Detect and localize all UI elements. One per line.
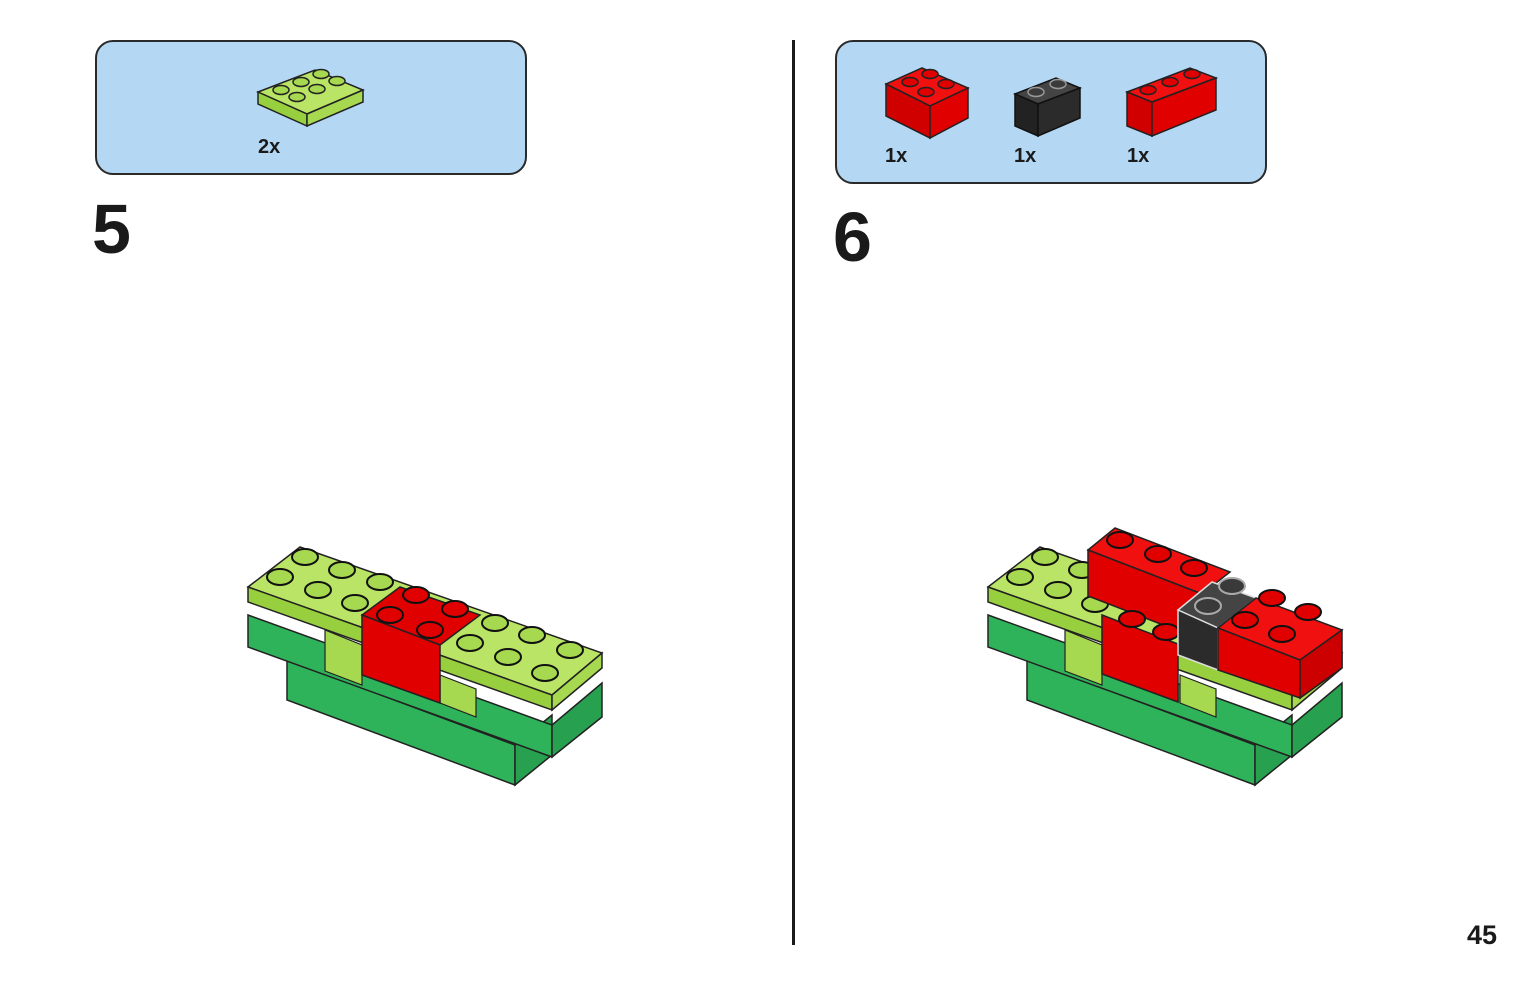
step-number: 5 [92,190,131,268]
page-number: 45 [1466,920,1497,950]
red-2x2-brick-icon [884,67,970,140]
lime-2x3-plate-icon [256,68,365,128]
page-divider [792,40,795,945]
part-quantity: 1x [885,145,908,167]
part-quantity: 2x [258,136,281,158]
part-quantity: 1x [1014,145,1037,167]
step-6-assembly-illustration [986,527,1344,787]
red-1x3-brick-icon [1124,67,1219,138]
black-1x2-brick-icon [1013,77,1083,138]
step-number: 6 [833,198,872,276]
part-quantity: 1x [1127,145,1150,167]
step-5-assembly-illustration [246,546,604,787]
